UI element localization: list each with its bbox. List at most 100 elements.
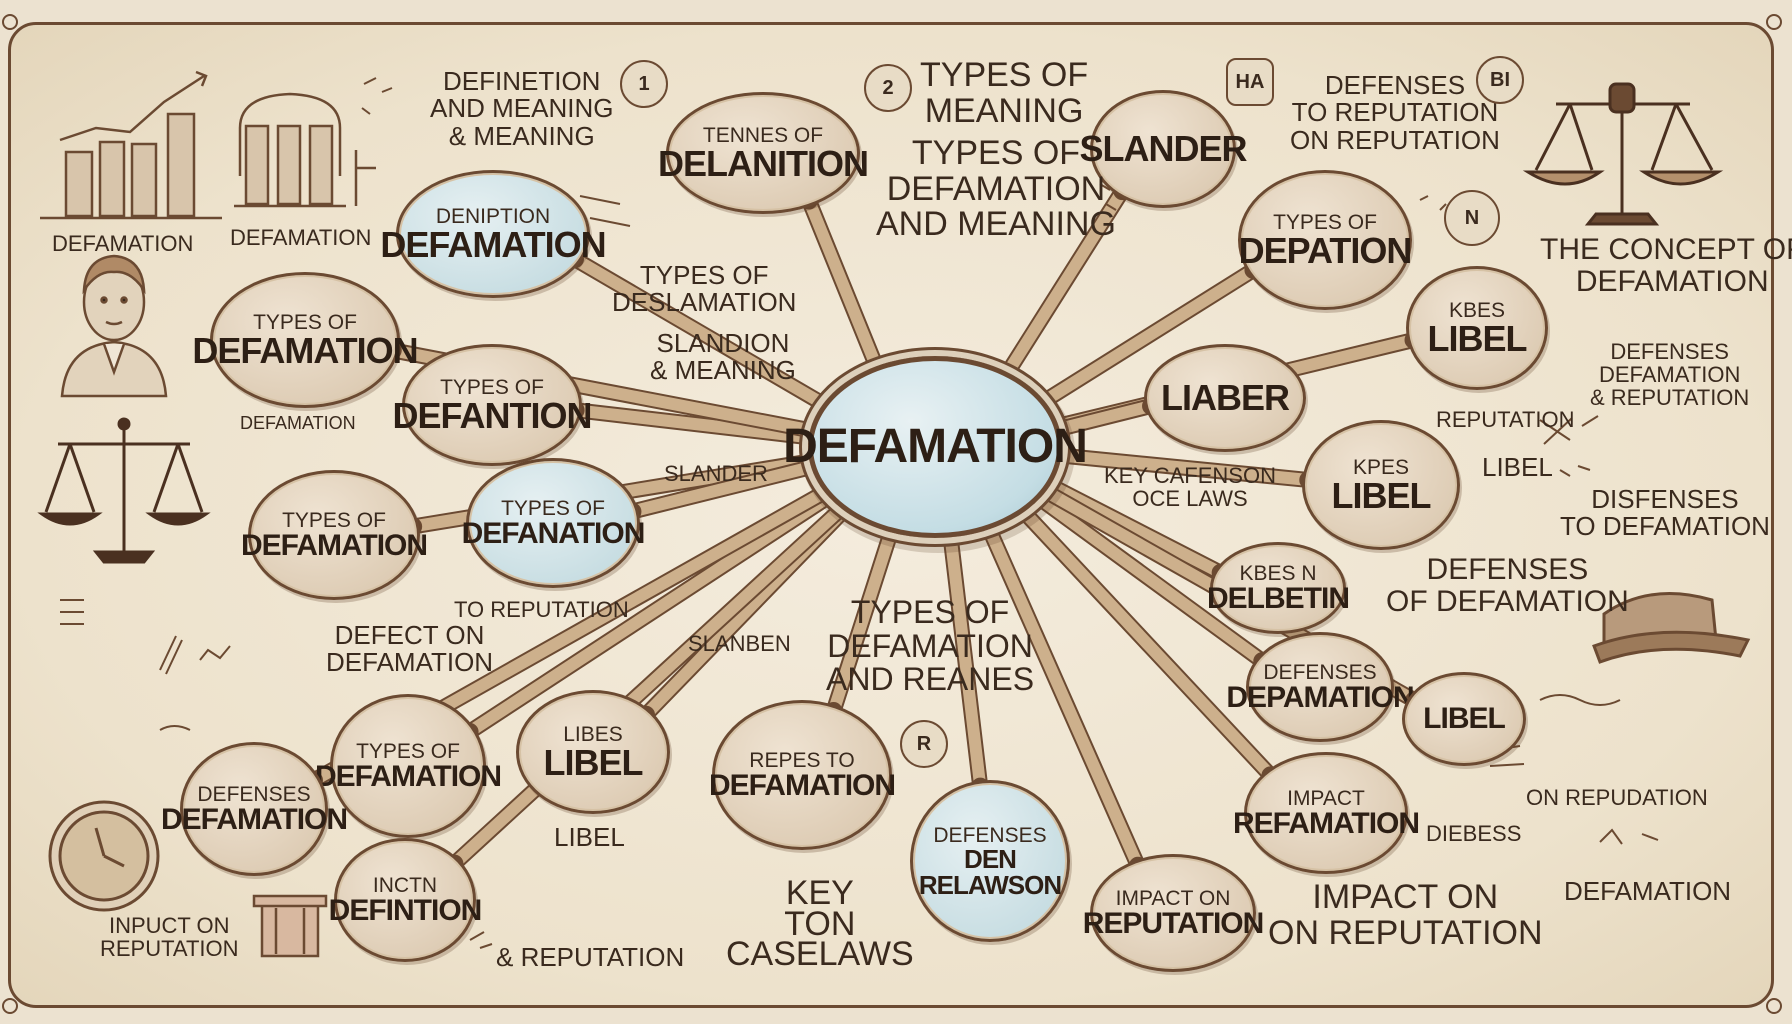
node-sub: DENIPTION [435,204,551,228]
node-types-of-defamation[interactable]: TYPES OF DEFAMATION [315,694,502,838]
node-types-of-defamation[interactable]: TENNES OF DELANITION [658,92,869,214]
node-sub: LIBES [563,722,623,746]
node-main: SLANDER [1079,128,1248,169]
node-libel[interactable]: KPES LIBEL [1302,420,1460,550]
node-slander[interactable]: SLANDER [1080,90,1248,208]
node-types-of-defamation[interactable]: TYPES OF DEPATION [1238,170,1412,310]
monogram-badge: HA [1226,58,1274,106]
node-defenses-laws[interactable]: DEFENSES DEN RELAWSON [910,780,1070,942]
node-sub: DEFENSES [933,823,1047,847]
node-main: LIBEL [1427,317,1528,359]
bar-chart-icon [40,70,222,220]
node-key-cases[interactable]: KBES N DELBETIN [1207,542,1350,634]
frame-corner [2,14,18,30]
scales-of-justice-icon [37,417,211,564]
node-liaber[interactable]: LIABER [1144,344,1306,452]
monogram-badge: BI [1476,56,1524,104]
label-slander: SLANBEN [688,631,791,656]
node-impact-on-reputation[interactable]: IMPACT ON REPUTATION [1083,854,1264,972]
node-main: DEN RELAWSON [918,843,1062,900]
node-sub: TYPES OF [253,310,357,334]
node-main: LIABER [1161,377,1290,418]
label-slander-meaning: SLANDION& MEANING [650,328,796,386]
node-sub: TYPES OF [1273,210,1377,234]
node-main: DEFAMATION [380,223,606,265]
node-main: DEFAMATION [192,329,418,371]
node-main: REFAMATION [1232,806,1420,840]
label-on-reputation: ON REPUDATION [1526,785,1708,810]
node-main: DEPATION [1238,229,1413,271]
node-sub: DEFENSES [1263,660,1377,684]
node-main: DEFAMATION [160,802,348,836]
node-main: DEFINTION [328,893,483,927]
node-impact[interactable]: IMPACT REFAMATION [1233,752,1420,874]
node-main: DEFAMATION [240,528,428,562]
node-sub: INCTN [372,873,438,897]
node-defenses[interactable]: DEFENSES DEFAMATION [161,742,348,876]
node-sub: KBES [1448,298,1506,322]
node-main: DEFAMATION [314,759,502,793]
node-main: DEPAMATION [1226,680,1414,714]
node-libel[interactable]: LIBEL [1402,672,1526,766]
frame-corner [2,998,18,1014]
node-types-of-defamation[interactable]: TYPES OF DEFANTION [393,344,593,466]
node-sub: KBES N [1239,561,1317,585]
node-libel[interactable]: KBES LIBEL [1406,266,1548,390]
person-portrait-icon [60,254,168,398]
node-types-of-defamation[interactable]: TYPES OF DEFANATION [462,458,645,588]
node-sub: TYPES OF [440,375,544,399]
scales-of-justice-icon [1522,82,1724,226]
columns-building-icon [252,894,328,958]
center-node[interactable]: DEFAMATION [783,356,1088,538]
node-libel[interactable]: LIBES LIBEL [516,690,670,814]
node-main: DEFANTION [392,394,593,436]
clock-icon [48,800,160,912]
node-definition[interactable]: DENIPTION DEFAMATION [380,170,607,298]
label-libel: LIBEL [1482,452,1553,482]
node-sub: TENNES OF [702,123,824,147]
node-sub: TYPES OF [356,739,460,763]
label-diebess: DIEBESS [1426,821,1522,846]
center-node-label: DEFAMATION [783,420,1088,473]
node-main: DEFAMATION [708,768,896,802]
node-main: LIBEL [543,741,644,783]
node-definition[interactable]: INCTN DEFINTION [329,838,482,962]
number-badge: 2 [864,64,912,112]
number-badge: 1 [620,60,668,108]
node-sub: DEFENSES [197,782,311,806]
node-main: DELBETIN [1207,581,1350,615]
node-types-of-defamation[interactable]: TYPES OF DEFAMATION [192,272,419,408]
hat-icon [1592,592,1751,664]
node-sub: IMPACT [1287,786,1365,810]
node-defenses[interactable]: DEFENSES DEPAMATION [1226,632,1415,742]
frame-corner [1766,14,1782,30]
label-reputation: REPUTATION [1436,407,1575,432]
node-main: REPUTATION [1082,906,1265,940]
label-to-reputation: TO REPUTATION [454,597,629,622]
frame-corner [1766,998,1782,1014]
node-main: LIBEL [1423,702,1506,735]
node-sub: REPES TO [749,748,855,772]
label-slander: SLANDER [664,461,768,486]
label-reputation: & REPUTATION [496,942,685,972]
node-sub: IMPACT ON [1115,886,1231,910]
node-repes-to-defamation[interactable]: REPES TO DEFAMATION [708,700,896,850]
node-main: DEFANATION [461,516,646,550]
label-defamation: DEFAMATION [52,231,194,256]
node-types-of-defamation[interactable]: TYPES OF DEFAMATION [241,470,428,600]
node-sub: KPES [1352,455,1410,479]
